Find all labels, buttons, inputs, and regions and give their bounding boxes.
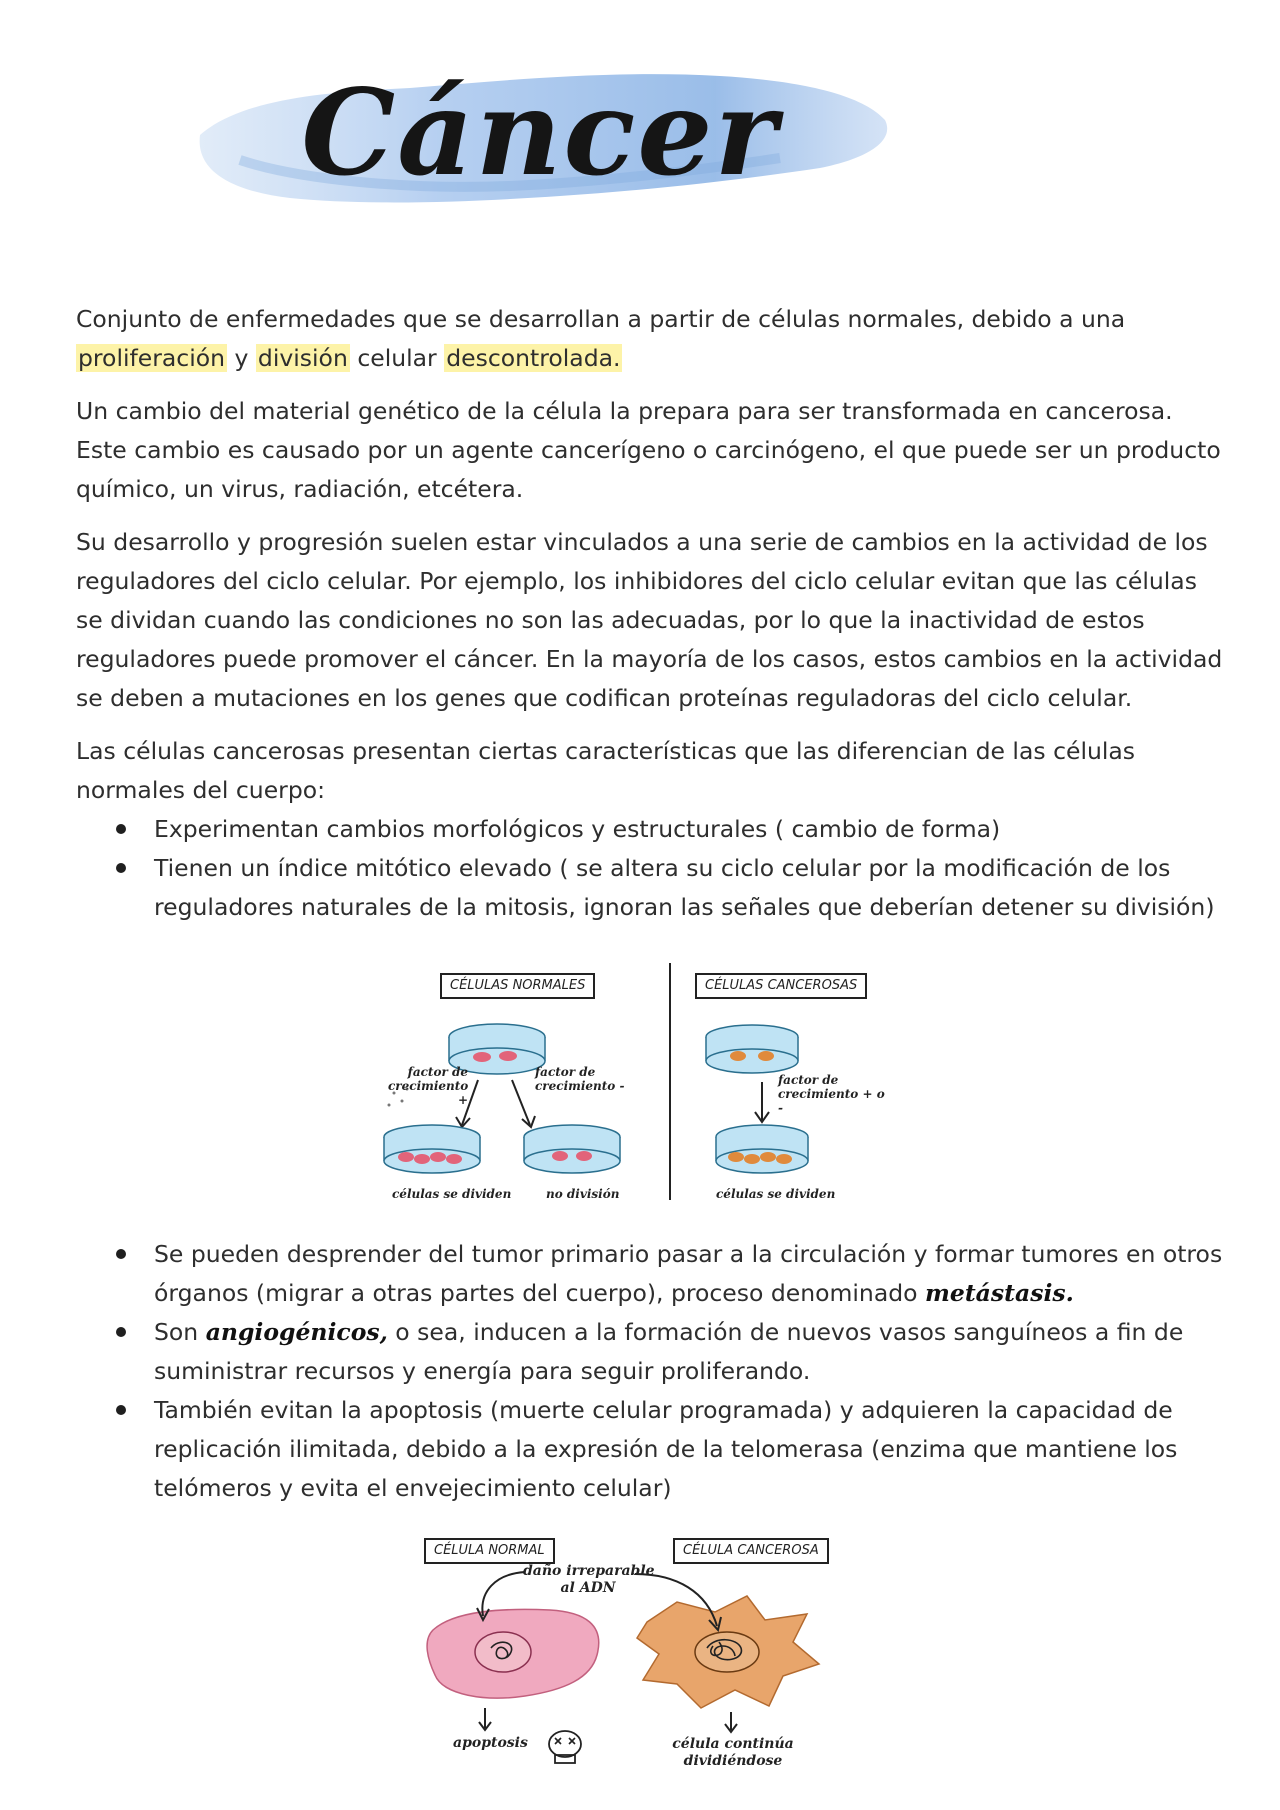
label-normal-cells: CÉLULAS NORMALES [440, 973, 596, 999]
paragraph-development: Su desarrollo y progresión suelen estar … [76, 528, 1223, 712]
caption-cell-keeps-dividing-line1: célula continúa [672, 1736, 794, 1752]
petri-dish-icon [448, 1023, 546, 1075]
figure-apoptosis-drawing [426, 1571, 821, 1764]
caption-cancer-cells-divide: células se dividen [716, 1187, 836, 1201]
title-banner: Cáncer [180, 40, 900, 240]
caption-cells-divide: células se dividen [392, 1187, 512, 1201]
page-title: Cáncer [301, 63, 779, 202]
caption-cell-keeps-dividing-line2: dividiéndose [683, 1753, 783, 1769]
bullet-list-2: Se pueden desprender del tumor primario … [76, 1235, 1226, 1508]
caption-apoptosis: apoptosis [453, 1735, 528, 1751]
bullet-list-1: Experimentan cambios morfológicos y estr… [76, 810, 1226, 927]
list-item: También evitan la apoptosis (muerte celu… [76, 1391, 1226, 1508]
label-growth-factor-plus: factor de crecimiento + [388, 1065, 469, 1107]
caption-cell-keeps-dividing: célula continúa dividiéndose [663, 1736, 803, 1770]
petri-dish-icon [523, 1124, 621, 1174]
petri-dish-icon [705, 1024, 799, 1074]
text-span: Se pueden desprender del tumor primario … [154, 1240, 1223, 1307]
label-growth-factor-minus: factor de crecimiento - [535, 1065, 625, 1093]
watercolor-wash [199, 74, 888, 203]
label-cancer-cells: CÉLULAS CANCEROSAS [695, 973, 868, 999]
text-span: Son [154, 1318, 199, 1346]
text-span: Conjunto de enfermedades que se desarrol… [76, 305, 1126, 333]
figure-cell-growth: CÉLULAS NORMALES CÉLULAS CANCEROSAS fact… [380, 955, 900, 1210]
caption-no-division: no división [546, 1187, 620, 1201]
main-content-2: Se pueden desprender del tumor primario … [76, 1235, 1226, 1508]
paragraph-characteristics-intro: Las células cancerosas presentan ciertas… [76, 737, 1136, 804]
list-item: Se pueden desprender del tumor primario … [76, 1235, 1226, 1313]
petri-dish-icon [383, 1124, 481, 1174]
label-dna-damage-line2: al ADN [560, 1580, 616, 1596]
main-content: Conjunto de enfermedades que se desarrol… [76, 300, 1226, 927]
list-item: Son angiogénicos, o sea, inducen a la fo… [76, 1313, 1226, 1391]
list-item: Tienen un índice mitótico elevado ( se a… [76, 849, 1226, 927]
term-angiogenic: angiogénicos, [205, 1318, 388, 1346]
highlight-descontrolada: descontrolada. [444, 344, 623, 372]
paragraph-genetic-change: Un cambio del material genético de la cé… [76, 397, 1221, 503]
highlight-proliferacion: proliferación [76, 344, 228, 372]
label-growth-factor-either: factor de crecimiento + o - [778, 1073, 885, 1115]
label-cancer-cell: CÉLULA CANCEROSA [673, 1538, 829, 1564]
skull-icon [548, 1730, 582, 1764]
label-normal-cell: CÉLULA NORMAL [424, 1538, 555, 1564]
text-span: o sea, inducen a la formación de nuevos … [154, 1318, 1184, 1385]
list-item: Experimentan cambios morfológicos y estr… [76, 810, 1226, 849]
figure-apoptosis: CÉLULA NORMAL CÉLULA CANCEROSA daño irre… [415, 1530, 875, 1780]
paragraph-definition: Conjunto de enfermedades que se desarrol… [76, 300, 1226, 378]
label-dna-damage: daño irreparable al ADN [523, 1563, 655, 1597]
figure-cell-growth-drawing [383, 963, 809, 1200]
text-span: celular [357, 344, 437, 372]
highlight-division: división [255, 344, 350, 372]
label-dna-damage-line1: daño irreparable [523, 1563, 655, 1579]
petri-dish-icon [715, 1124, 809, 1174]
text-span: y [234, 344, 249, 372]
term-metastasis: metástasis. [925, 1279, 1074, 1307]
